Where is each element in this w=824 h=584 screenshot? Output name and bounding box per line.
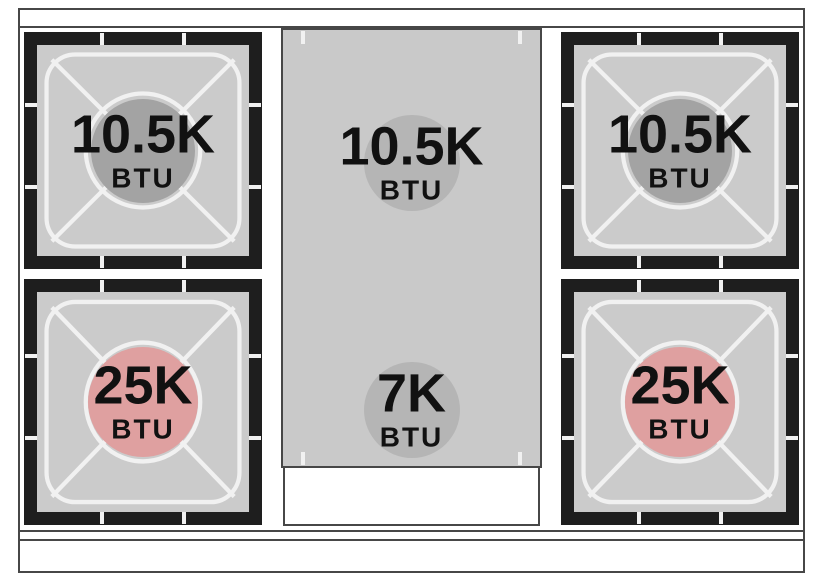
burner-grate: 25K BTU [37,292,249,512]
grate-tick [719,33,723,46]
burner-btu-value: 25K [93,355,193,416]
grate-tick [562,102,575,107]
grate-tick [785,436,798,440]
burner-btu-unit: BTU [379,421,444,453]
burner-grate: 10.5K BTU [574,45,786,256]
grate-tick [100,33,104,46]
burner-btu-value: 7K [376,363,447,424]
grate-tick [182,33,186,46]
burner-circle [628,98,732,203]
grate-tick [100,255,104,268]
burner-circle [91,98,195,203]
burner-label: 10.5K BTU [37,103,249,194]
grate-tick [248,102,261,107]
grate-tick [182,255,186,268]
burner-grate: 25K BTU [574,292,786,512]
burner-btu-value: 25K [630,355,730,416]
burner-grate: 10.5K BTU [37,45,249,256]
grate-tick [785,102,798,107]
grate-tick [25,102,38,107]
grate-tick [25,436,38,440]
burner-circle [88,347,198,457]
center-burner-zone: 10.5K BTU 7K BTU [281,28,542,468]
burner-circle [363,115,460,211]
burner-label: 25K BTU [37,358,249,445]
grate-tick [182,280,186,293]
burner-zone-bottom-left: 25K BTU [24,279,262,525]
grate-tick [301,452,305,465]
grate-tick [637,511,641,524]
burner-btu-unit: BTU [111,413,175,445]
burner-btu-unit: BTU [648,161,712,193]
grate-tick [562,184,575,189]
burner-circle [625,347,735,457]
center-burner-top: 10.5K BTU [283,108,540,218]
grate-tick [719,511,723,524]
grate-tick [248,436,261,440]
grate-tick [248,354,261,358]
burner-btu-unit: BTU [648,413,712,445]
burner-label: 7K BTU [283,366,540,453]
center-panel-box [283,466,540,526]
burner-btu-unit: BTU [379,174,444,206]
grate-tick [25,354,38,358]
grate-tick [637,280,641,293]
grate-tick [637,255,641,268]
grate-tick [518,31,522,44]
center-burner-bottom: 7K BTU [283,355,540,465]
burner-label: 25K BTU [574,358,786,445]
grate-tick [785,184,798,189]
grate-tick [248,184,261,189]
grate-tick [719,280,723,293]
burner-zone-top-right: 10.5K BTU [561,32,799,269]
burner-btu-unit: BTU [111,161,175,193]
grate-tick [562,436,575,440]
grate-tick [182,511,186,524]
burner-btu-value: 10.5K [339,116,484,177]
burner-btu-value: 10.5K [70,103,216,164]
burner-circle [363,362,460,458]
grate-tick [518,452,522,465]
burner-label: 10.5K BTU [283,119,540,206]
burner-zone-bottom-right: 25K BTU [561,279,799,525]
grate-tick [100,511,104,524]
grate-tick [301,31,305,44]
grate-tick [637,33,641,46]
grate-tick [719,255,723,268]
range-front-trim [18,539,805,573]
grate-tick [785,354,798,358]
grate-tick [100,280,104,293]
grate-tick [562,354,575,358]
burner-btu-value: 10.5K [607,103,753,164]
burner-label: 10.5K BTU [574,103,786,194]
burner-zone-top-left: 10.5K BTU [24,32,262,269]
grate-tick [25,184,38,189]
